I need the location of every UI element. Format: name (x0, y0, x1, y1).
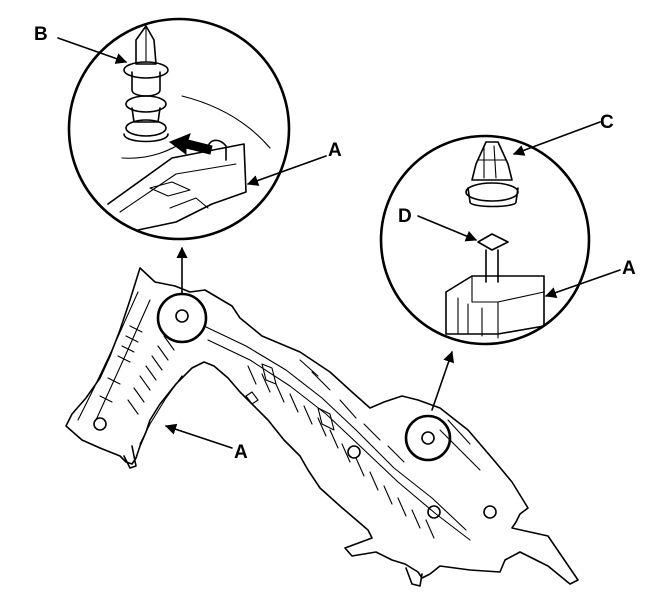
detail-view-left (67, 17, 291, 241)
trim-panel (65, 267, 579, 587)
callout-circle-left (156, 292, 208, 344)
pointer-a-right (544, 269, 621, 298)
label-b: B (34, 24, 48, 45)
pointer-d (417, 215, 478, 242)
label-a-right: A (622, 258, 636, 279)
label-d: D (398, 206, 412, 227)
pointer-a-top (246, 155, 327, 186)
leader-arrow-right (431, 350, 455, 411)
label-a-bottom: A (234, 442, 248, 463)
pointer-b (57, 37, 128, 64)
callout-circle-right (404, 414, 452, 462)
detail-view-right (379, 134, 591, 346)
pointer-c (512, 121, 601, 156)
label-a-top: A (328, 140, 342, 161)
label-c: C (600, 112, 614, 133)
pointer-a-bottom (164, 423, 233, 449)
